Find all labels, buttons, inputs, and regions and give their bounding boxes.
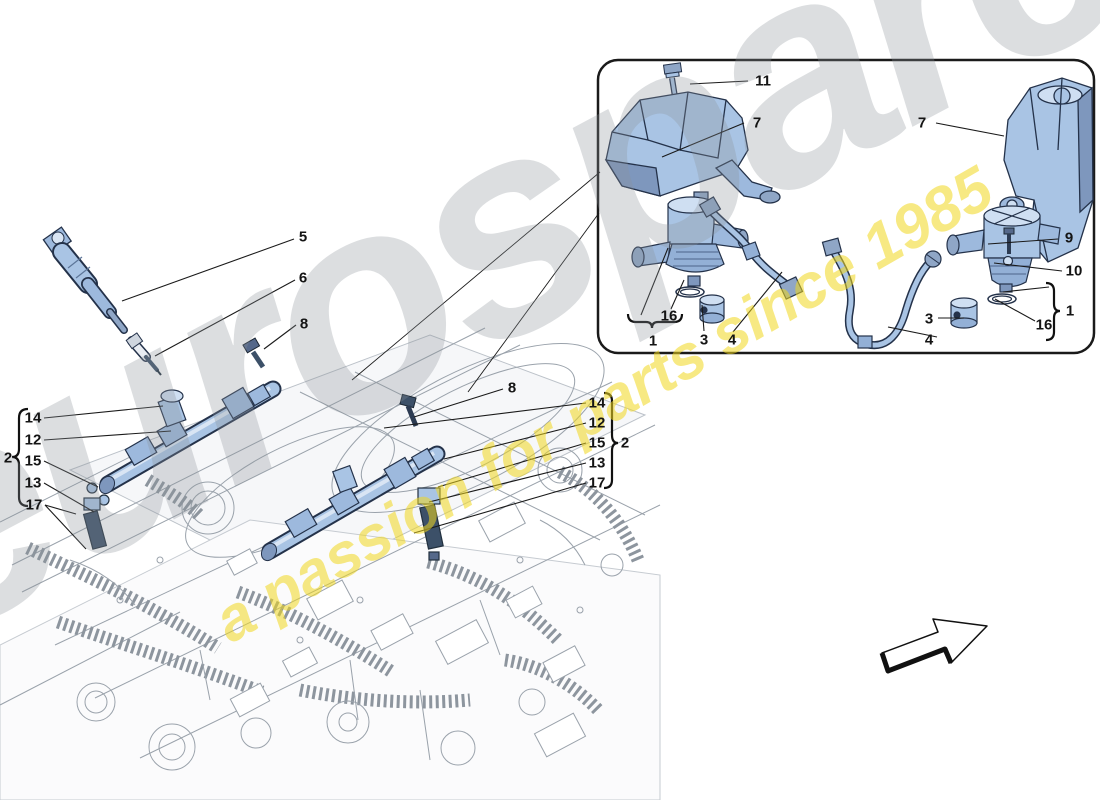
callout-pump-left-group: 1 bbox=[648, 332, 658, 350]
callout-pipe-left: 4 bbox=[727, 331, 737, 349]
brace-right-rail-group bbox=[603, 391, 619, 490]
callout-right-12: 12 bbox=[588, 414, 606, 432]
callout-screw: 9 bbox=[1064, 229, 1074, 247]
callout-cover-right: 7 bbox=[917, 114, 927, 132]
engine-injectors bbox=[82, 482, 444, 561]
callout-right-17: 17 bbox=[588, 474, 606, 492]
washer-10 bbox=[1002, 255, 1014, 267]
bushing-left bbox=[699, 294, 725, 324]
bushing-right bbox=[950, 297, 978, 329]
fuel-rail-right bbox=[260, 445, 446, 562]
pump-cover-left bbox=[604, 91, 781, 204]
direction-arrow-icon bbox=[879, 618, 988, 674]
bolt-8-left bbox=[242, 337, 266, 369]
callout-bolt-left: 8 bbox=[299, 315, 309, 333]
spark-plug bbox=[125, 332, 162, 376]
callout-bushing-right: 3 bbox=[924, 310, 934, 328]
ignition-coil bbox=[42, 226, 128, 334]
callout-right-14: 14 bbox=[588, 394, 606, 412]
callout-left-15: 15 bbox=[24, 452, 42, 470]
callout-group-right: 2 bbox=[620, 434, 630, 452]
callout-left-13: 13 bbox=[24, 474, 42, 492]
brace-left-rail-group bbox=[11, 407, 29, 508]
callout-pump-right-group: 1 bbox=[1065, 302, 1075, 320]
screw-9 bbox=[1003, 227, 1015, 254]
fuel-pipe-left bbox=[698, 196, 804, 300]
callout-coil: 5 bbox=[298, 228, 308, 246]
callout-cover-left: 7 bbox=[752, 114, 762, 132]
callout-washer: 10 bbox=[1065, 262, 1083, 280]
callout-group-left: 2 bbox=[3, 449, 13, 467]
callout-oring-right: 16 bbox=[1035, 316, 1053, 334]
engine-line-art bbox=[0, 327, 661, 800]
callout-braces bbox=[11, 281, 1061, 508]
callout-bushing-left: 3 bbox=[699, 331, 709, 349]
callout-left-17: 17 bbox=[25, 496, 43, 514]
callout-oring-left: 16 bbox=[660, 307, 678, 325]
bolt-8-mid bbox=[399, 393, 419, 427]
leader-lines bbox=[43, 80, 1063, 550]
callout-inset-bolt: 11 bbox=[755, 72, 771, 90]
callout-right-15: 15 bbox=[588, 434, 606, 452]
callout-right-13: 13 bbox=[588, 454, 606, 472]
callout-left-14: 14 bbox=[24, 409, 42, 427]
callout-left-12: 12 bbox=[24, 431, 42, 449]
oring-left bbox=[675, 286, 705, 298]
oring-right bbox=[987, 293, 1017, 305]
fuel-pump-right bbox=[946, 205, 1061, 293]
callout-pipe-right: 4 bbox=[924, 331, 934, 349]
brace-inset-right-group bbox=[1045, 281, 1061, 342]
fuel-pipe-right bbox=[821, 237, 942, 350]
callout-bolt-mid: 8 bbox=[507, 379, 517, 397]
fuel-rail-left bbox=[98, 380, 282, 495]
callout-spark-plug: 6 bbox=[298, 269, 308, 287]
brace-inset-left-group bbox=[626, 313, 684, 329]
